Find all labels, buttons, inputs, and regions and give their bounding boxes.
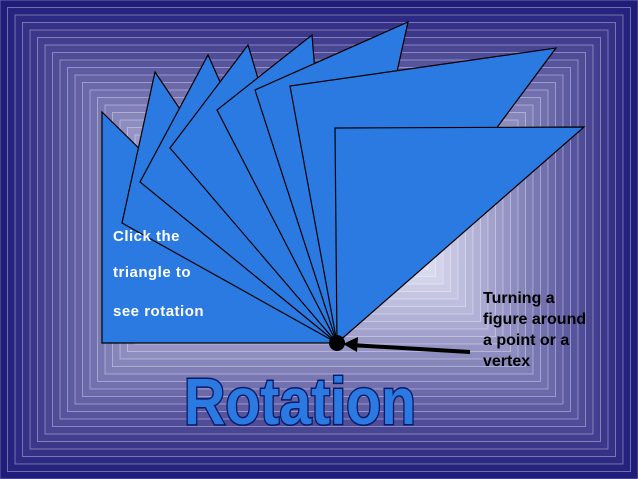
rotation-definition: Turning a figure around a point or a ver… (483, 288, 633, 372)
arrow-head (343, 337, 358, 352)
definition-line-3: a point or a (483, 332, 570, 349)
definition-line-2: figure around (483, 311, 587, 328)
title-text: Rotation (184, 364, 416, 432)
rotated-triangle-8[interactable] (334, 126, 586, 345)
pivot-point[interactable] (329, 335, 345, 351)
instruction-line-1: Click the (113, 228, 181, 245)
slide-title: Rotation (183, 363, 418, 433)
instruction-line-2: triangle to (113, 264, 192, 281)
instruction-line-3: see rotation (113, 303, 205, 320)
pointer-arrow (349, 343, 471, 354)
definition-line-4: vertex (483, 353, 531, 370)
definition-line-1: Turning a (483, 290, 555, 307)
